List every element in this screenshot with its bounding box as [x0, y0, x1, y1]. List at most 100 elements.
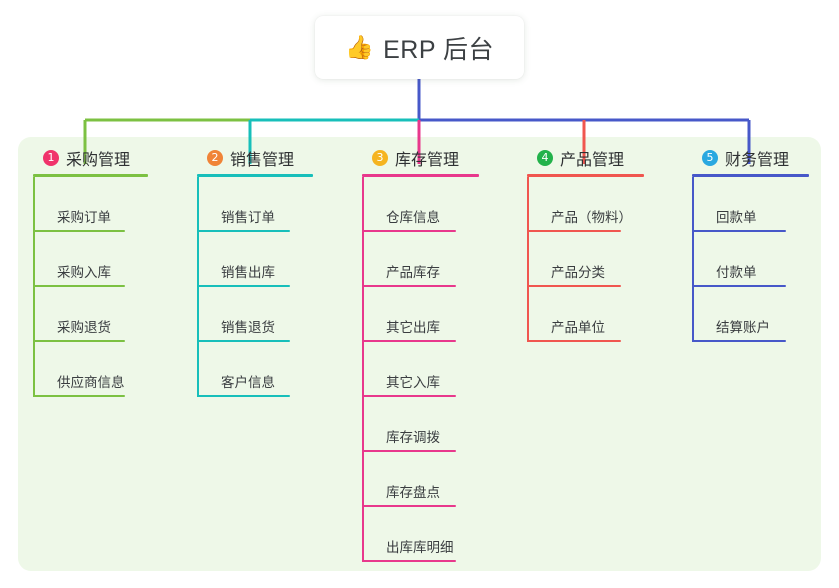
thumbs-up-icon: 👍 — [344, 34, 375, 60]
leaf-item-label: 销售退货 — [221, 320, 275, 335]
column-5: 5 财务管理回款单付款单结算账户 — [692, 146, 809, 342]
leaf-item-label: 库存调拨 — [386, 430, 440, 445]
leaf-item-rule — [362, 395, 456, 397]
column-items-4: 产品（物料） 产品分类产品单位 — [527, 177, 644, 342]
leaf-item[interactable]: 采购入库 — [33, 232, 148, 287]
column-title-5: 财务管理 — [725, 152, 790, 169]
leaf-item[interactable]: 仓库信息 — [362, 177, 479, 232]
leaf-item-label: 产品分类 — [551, 265, 605, 280]
column-spine-4 — [527, 177, 529, 342]
leaf-item-rule — [692, 230, 786, 232]
leaf-item[interactable]: 回款单 — [692, 177, 809, 232]
leaf-item-rule — [33, 230, 125, 232]
column-rule-1 — [33, 174, 148, 177]
leaf-item[interactable]: 库存盘点 — [362, 452, 479, 507]
column-spine-3 — [362, 177, 364, 562]
leaf-item[interactable]: 产品单位 — [527, 287, 644, 342]
column-items-5: 回款单付款单结算账户 — [692, 177, 809, 342]
leaf-item-label: 产品库存 — [386, 265, 440, 280]
leaf-item[interactable]: 结算账户 — [692, 287, 809, 342]
root-node[interactable]: 👍 ERP 后台 — [315, 16, 524, 79]
column-3: 3 库存管理仓库信息产品库存其它出库其它入库库存调拨库存盘点出库库明细 — [362, 146, 479, 562]
root-node-label: 👍 ERP 后台 — [345, 30, 494, 66]
column-title-4: 产品管理 — [560, 152, 625, 169]
leaf-item-label: 出库库明细 — [386, 540, 454, 555]
leaf-item-label: 其它入库 — [386, 375, 440, 390]
leaf-item-rule — [197, 340, 290, 342]
leaf-item-label: 结算账户 — [716, 320, 770, 335]
leaf-item-rule — [692, 340, 786, 342]
leaf-item-rule — [362, 285, 456, 287]
leaf-item[interactable]: 供应商信息 — [33, 342, 148, 397]
leaf-item-label: 付款单 — [716, 265, 757, 280]
column-header-3[interactable]: 3 库存管理 — [362, 146, 479, 170]
column-spine-5 — [692, 177, 694, 342]
column-rule-5 — [692, 174, 809, 177]
leaf-item[interactable]: 其它出库 — [362, 287, 479, 342]
leaf-item-label: 采购入库 — [57, 265, 111, 280]
leaf-item-rule — [197, 285, 290, 287]
leaf-item-rule — [692, 285, 786, 287]
leaf-item-label: 回款单 — [716, 210, 757, 225]
column-spine-1 — [33, 177, 35, 397]
leaf-item-label: 库存盘点 — [386, 485, 440, 500]
diagram-card-background — [18, 137, 821, 571]
leaf-item[interactable]: 产品库存 — [362, 232, 479, 287]
leaf-item[interactable]: 产品（物料） — [527, 177, 644, 232]
leaf-item[interactable]: 出库库明细 — [362, 507, 479, 562]
column-rule-2 — [197, 174, 313, 177]
column-badge-5: 5 — [702, 150, 718, 166]
leaf-item[interactable]: 其它入库 — [362, 342, 479, 397]
leaf-item[interactable]: 销售订单 — [197, 177, 313, 232]
column-header-1[interactable]: 1 采购管理 — [33, 146, 148, 170]
column-badge-2: 2 — [207, 150, 223, 166]
column-spine-2 — [197, 177, 199, 397]
leaf-item[interactable]: 采购退货 — [33, 287, 148, 342]
leaf-item-rule — [33, 285, 125, 287]
leaf-item-rule — [527, 230, 621, 232]
leaf-item-label: 产品单位 — [551, 320, 605, 335]
column-rule-3 — [362, 174, 479, 177]
leaf-item-label: 采购退货 — [57, 320, 111, 335]
leaf-item-rule — [527, 340, 621, 342]
leaf-item-label: 销售订单 — [221, 210, 275, 225]
leaf-item-label: 采购订单 — [57, 210, 111, 225]
leaf-item[interactable]: 产品分类 — [527, 232, 644, 287]
leaf-item-rule — [362, 505, 456, 507]
column-items-3: 仓库信息产品库存其它出库其它入库库存调拨库存盘点出库库明细 — [362, 177, 479, 562]
leaf-item-label: 其它出库 — [386, 320, 440, 335]
leaf-item-rule — [362, 230, 456, 232]
column-1: 1 采购管理采购订单采购入库采购退货供应商信息 — [33, 146, 148, 397]
column-title-2: 销售管理 — [230, 152, 295, 169]
leaf-item-rule — [33, 395, 125, 397]
leaf-item-rule — [33, 340, 125, 342]
column-items-1: 采购订单采购入库采购退货供应商信息 — [33, 177, 148, 397]
leaf-item[interactable]: 采购订单 — [33, 177, 148, 232]
column-header-2[interactable]: 2 销售管理 — [197, 146, 313, 170]
leaf-item-rule — [527, 285, 621, 287]
leaf-item-rule — [362, 450, 456, 452]
leaf-item-label: 供应商信息 — [57, 375, 125, 390]
root-node-text: ERP 后台 — [383, 35, 495, 64]
column-2: 2 销售管理销售订单销售出库销售退货客户信息 — [197, 146, 313, 397]
leaf-item-label: 销售出库 — [221, 265, 275, 280]
column-rule-4 — [527, 174, 644, 177]
leaf-item[interactable]: 客户信息 — [197, 342, 313, 397]
column-badge-3: 3 — [372, 150, 388, 166]
leaf-item[interactable]: 销售出库 — [197, 232, 313, 287]
leaf-item-label: 客户信息 — [221, 375, 275, 390]
leaf-item-rule — [362, 560, 456, 562]
leaf-item[interactable]: 销售退货 — [197, 287, 313, 342]
leaf-item-label: 产品（物料） — [551, 210, 632, 225]
column-items-2: 销售订单销售出库销售退货客户信息 — [197, 177, 313, 397]
column-badge-1: 1 — [43, 150, 59, 166]
leaf-item[interactable]: 付款单 — [692, 232, 809, 287]
leaf-item[interactable]: 库存调拨 — [362, 397, 479, 452]
column-title-3: 库存管理 — [395, 152, 460, 169]
column-header-5[interactable]: 5 财务管理 — [692, 146, 809, 170]
column-title-1: 采购管理 — [66, 152, 131, 169]
leaf-item-rule — [362, 340, 456, 342]
